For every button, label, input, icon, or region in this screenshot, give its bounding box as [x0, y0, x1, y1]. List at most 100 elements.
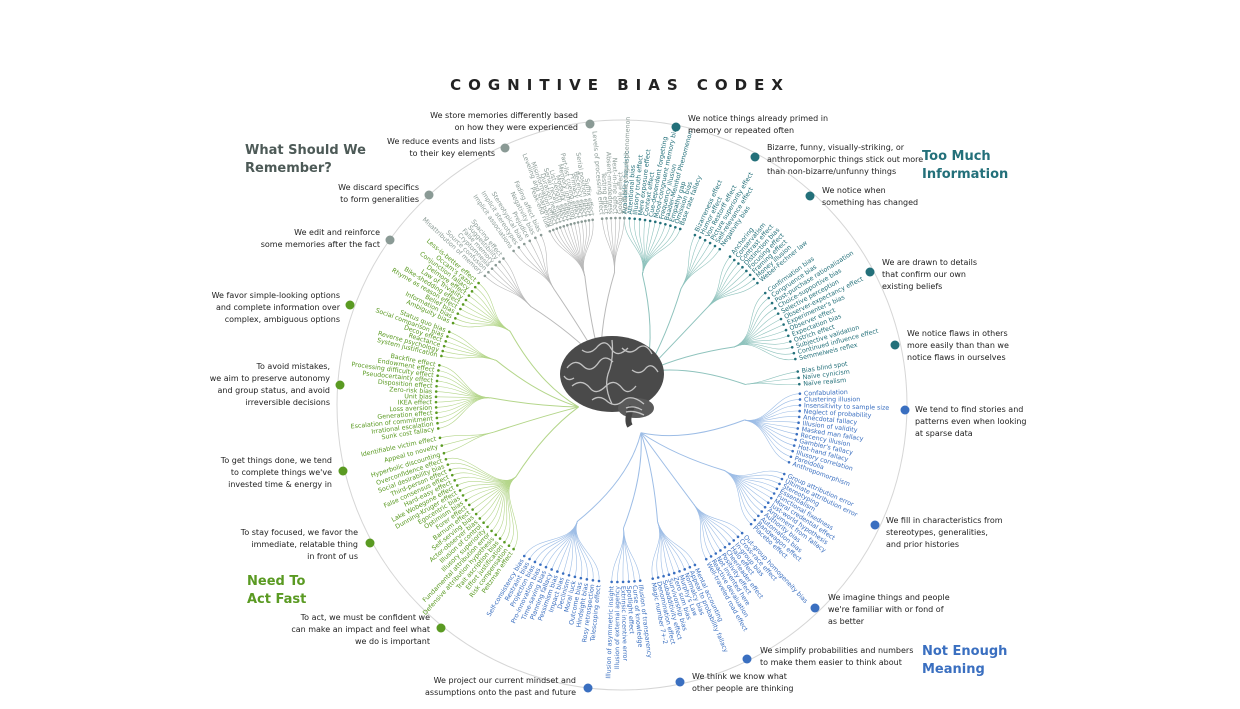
bias-dot [794, 357, 797, 361]
group-label-line: assumptions onto the past and future [425, 688, 576, 697]
fan-line [706, 259, 735, 309]
bias-dot [561, 572, 565, 575]
bias-dot [667, 573, 671, 577]
bias-dot [723, 545, 727, 549]
bias-label: Tip of the tongue phenomenon [621, 117, 631, 216]
bias-dot [494, 533, 498, 537]
bias-dot [435, 416, 439, 420]
bias-dot [454, 317, 457, 320]
bias-dot [473, 285, 477, 289]
bias-dot [435, 384, 438, 388]
bias-dot [456, 484, 459, 487]
bias-dot [555, 227, 559, 230]
bias-dot [434, 395, 438, 399]
bias-dot [672, 571, 676, 575]
group-dot [424, 190, 434, 200]
bias-dot [757, 514, 760, 518]
bias-dot [483, 274, 487, 278]
group-label-line: that confirm our own [882, 270, 966, 279]
bias-dot [446, 335, 449, 338]
bias-dot [558, 226, 562, 229]
bias-dot [434, 400, 438, 404]
fan-line [657, 521, 685, 570]
bias-dot [494, 263, 498, 267]
group-label-line: some memories after the fact [261, 240, 380, 249]
bias-dot [436, 374, 439, 378]
bias-label: Availability heuristic [621, 150, 630, 214]
bias-dot [792, 351, 796, 355]
group-dot [385, 235, 395, 245]
bias-dot [693, 563, 697, 567]
bias-dot [732, 258, 736, 262]
quadrant-title-line: What Should We [245, 143, 366, 158]
group-label-line: invested time & energy in [228, 480, 332, 489]
group-label-line: we aim to preserve autonomy [210, 374, 330, 383]
bias-dot [794, 438, 797, 442]
group-label-line: at sparse data [915, 429, 973, 438]
bias-dot [434, 390, 438, 393]
bias-dot [441, 349, 445, 353]
bias-dot [798, 403, 802, 407]
bias-dot [693, 233, 697, 237]
bias-dot [502, 257, 505, 260]
bias-dot [795, 432, 799, 436]
bias-label: Extrinsic incentive error [619, 586, 628, 662]
fan-line [706, 278, 755, 309]
fan-line [642, 224, 666, 275]
bias-dot [587, 219, 591, 222]
fan-line [680, 245, 716, 289]
bias-dot [610, 580, 613, 584]
group-label-line: To stay focused, we favor the [240, 528, 358, 537]
bias-dot [567, 573, 571, 577]
bias-label: Naïve realism [803, 377, 846, 388]
fan-line [724, 470, 752, 525]
fan-line [441, 431, 495, 446]
bias-dot [467, 503, 471, 507]
bias-dot [464, 498, 468, 502]
bias-dot [544, 565, 548, 569]
group-dot [338, 466, 348, 476]
group-label-line: We store memories differently based [430, 111, 578, 120]
fan-line [575, 521, 600, 582]
group-dot [500, 143, 510, 153]
fan-line [692, 503, 717, 554]
fan-line [692, 503, 707, 560]
bias-dot [486, 525, 489, 529]
fan-line [744, 399, 801, 421]
bias-dot [498, 260, 501, 264]
group-label: To avoid mistakes,we aim to preserve aut… [210, 362, 330, 407]
bias-dot [584, 219, 587, 223]
group-label-line: We fill in characteristics from [886, 516, 1003, 525]
bias-dot [436, 427, 440, 430]
fan-line [642, 228, 681, 275]
fan-line [744, 419, 790, 463]
group-dot [742, 654, 752, 664]
bias-dot [442, 451, 446, 455]
branch-line [640, 419, 745, 437]
bias-dot [753, 518, 757, 522]
fan-line [491, 268, 531, 307]
group-dot [810, 603, 820, 613]
bias-dot [648, 219, 652, 223]
bias-dot [459, 307, 462, 311]
fan-line [745, 371, 798, 385]
fan-line [513, 250, 555, 290]
branch-line [623, 432, 642, 529]
bias-dot [749, 522, 753, 526]
bias-dot [674, 225, 677, 229]
fan-line [563, 226, 586, 277]
bias-dot [760, 510, 764, 513]
quadrant-title-line: Not Enough [922, 644, 1007, 659]
bias-dot [798, 392, 802, 395]
group-label-line: We are drawn to details [882, 258, 977, 267]
bias-dot [444, 457, 448, 461]
branch-line [577, 432, 642, 522]
fan-line [745, 383, 800, 385]
bias-dot [490, 529, 493, 533]
